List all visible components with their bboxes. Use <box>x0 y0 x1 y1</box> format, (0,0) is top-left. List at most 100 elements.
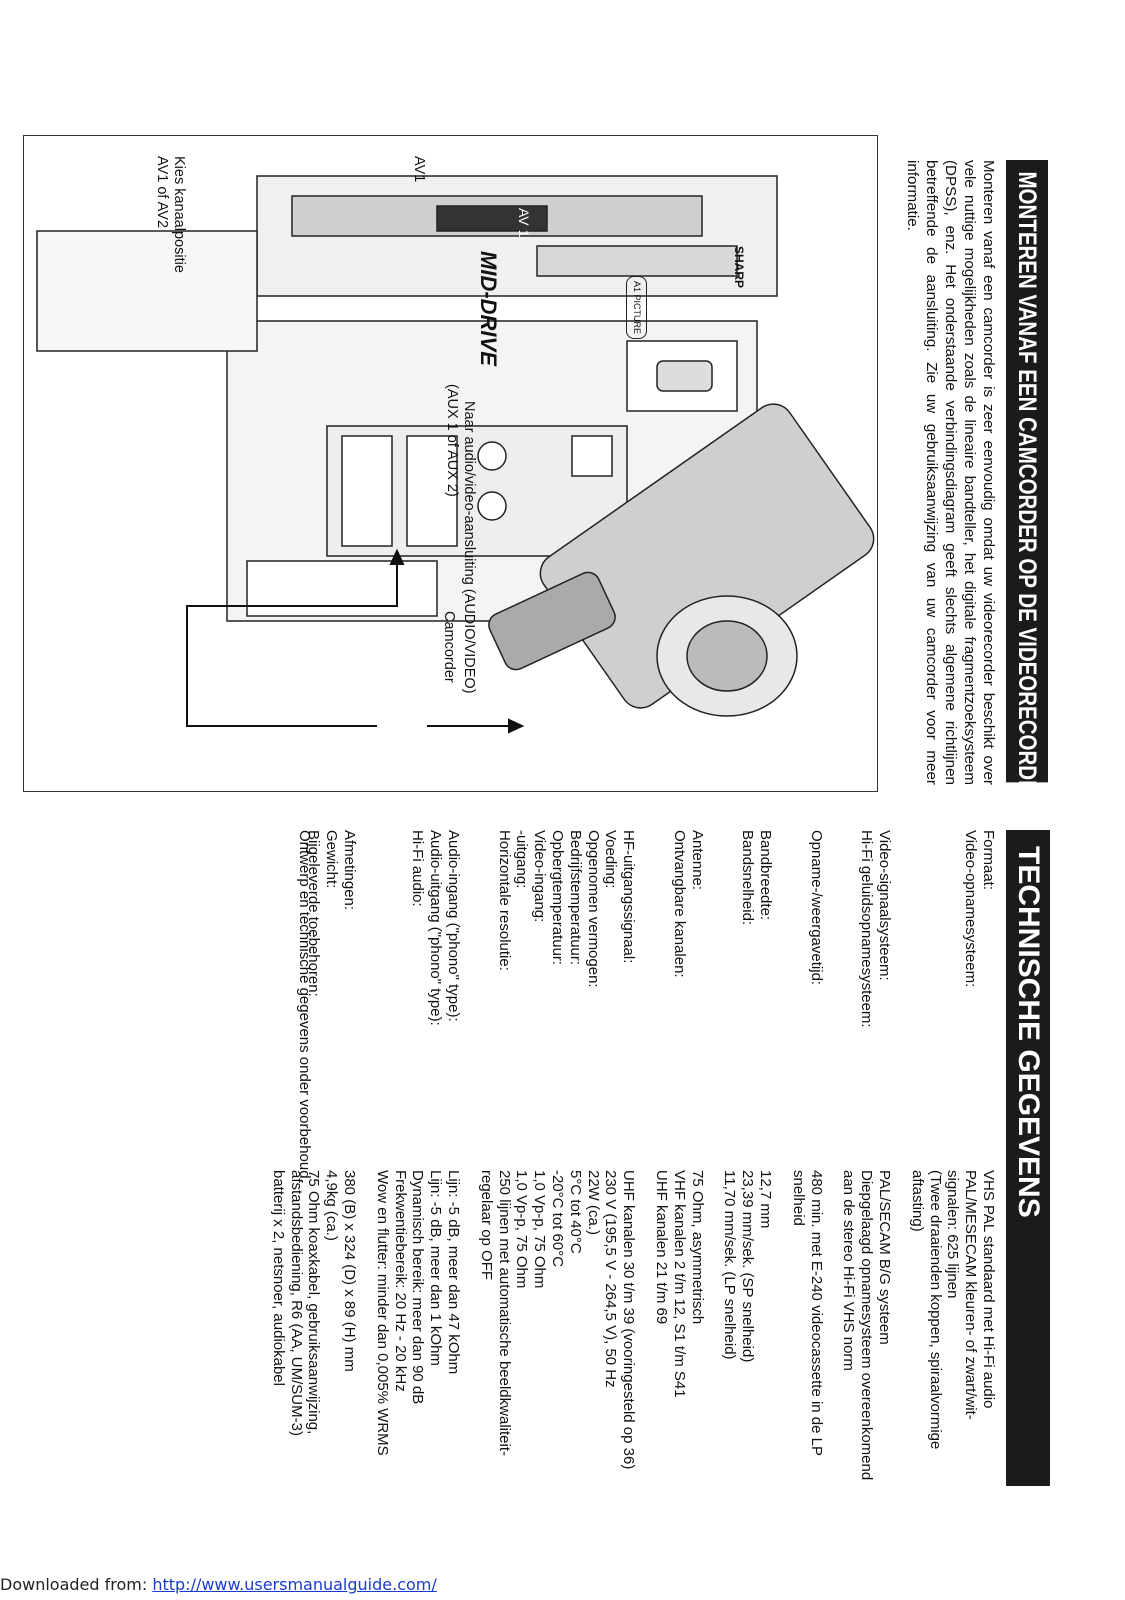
connection-diagram-drawing <box>36 175 875 734</box>
spec-value: 480 min. met E-240 videocassette in de L… <box>807 1170 825 1456</box>
spec-label: Afmetingen: <box>341 830 359 911</box>
connection-cable <box>186 548 525 734</box>
spec-row: Video-opnamesysteem: PAL/MESECAM kleuren-… <box>961 830 979 1540</box>
vcr-rear-panel <box>226 320 758 622</box>
spec-label <box>269 830 287 1170</box>
spec-row: batterij x 2, netsnoer, audiokabel <box>269 830 287 1540</box>
spec-value: 12,7 mm <box>757 1170 775 1229</box>
spec-value: PAL/MESECAM kleuren- of zwart/wit- <box>962 1170 980 1420</box>
spec-label: Formaat: <box>980 830 997 891</box>
camcorder-section-title: MONTEREN VANAF EEN CAMCORDER OP DE VIDEO… <box>1006 160 1048 809</box>
spec-gap <box>893 830 908 1540</box>
spec-value: 380 (B) x 324 (D) x 89 (H) mm <box>341 1170 359 1372</box>
spec-value: snelheid <box>789 1170 807 1226</box>
spec-value: batterij x 2, netsnoer, audiokabel <box>269 1170 287 1386</box>
connection-diagram: Camcorder Naar audio/video-aansluiting (… <box>23 135 878 792</box>
spec-label <box>789 830 807 1170</box>
spec-row: HF-uitgangssignaal:UHF kanalen 30 t/m 39… <box>619 830 637 1540</box>
spec-label: -uitgang: <box>513 830 531 889</box>
spec-label <box>926 830 944 1170</box>
spec-value: Lijn: -5 dB, meer dan 1 kOhm <box>427 1170 445 1366</box>
spec-label <box>840 830 858 1170</box>
spec-row: -uitgang:1,0 Vp-p, 75 Ohm <box>513 830 531 1540</box>
spec-value: aftasting) <box>908 1170 926 1232</box>
spec-row: (Twee draaienden koppen, spiraalvormige <box>926 830 944 1540</box>
spec-value: signalen: 625 lijnen <box>944 1170 962 1299</box>
spec-label: Bandbreedte: <box>757 830 775 921</box>
spec-value: -20°C tot 60°C <box>549 1170 567 1268</box>
spec-value: 4,9kg (ca.) <box>323 1170 341 1241</box>
spec-row: Bandsnelheid: 23,39 mm/sek. (SP snelheid) <box>738 830 756 1540</box>
label-camcorder: Camcorder <box>441 611 457 683</box>
camcorder-intro-text: Monteren vanaf een camcorder is zeer een… <box>904 160 997 785</box>
spec-label: Bandsnelheid: <box>739 830 757 926</box>
spec-row: Gewicht: 4,9kg (ca.) <box>323 830 341 1540</box>
spec-row: Video-signaalsysteem: PAL/SECAM B/G syste… <box>875 830 893 1540</box>
spec-label: Ontvangbare kanalen: <box>670 830 688 978</box>
spec-value: 5°C tot 40°C <box>566 1170 584 1254</box>
spec-row: Video-ingang:1,0 Vp-p, 75 Ohm <box>530 830 548 1540</box>
spec-label: Audio-uitgang ("phono" type): <box>427 830 445 1026</box>
front-display: AV 1 <box>516 208 532 238</box>
spec-value: regelaar op OFF <box>477 1170 495 1281</box>
spec-value: Frekwentiebereik: 20 Hz - 20 kHz <box>391 1170 409 1392</box>
spec-value: afstandsbediening, R6 (AA, UM/SUM-3) <box>287 1170 305 1436</box>
spec-label <box>944 830 962 1170</box>
spec-label: Opbergtemperatuur: <box>549 830 567 966</box>
spec-value: aan de stereo Hi-Fi VHS norm <box>840 1170 858 1371</box>
spec-value: 23,39 mm/sek. (SP snelheid) <box>739 1170 757 1363</box>
camcorder-drawing <box>488 403 875 717</box>
spec-label: Opgenomen vermogen: <box>584 830 602 988</box>
spec-label <box>477 830 495 1170</box>
spec-row: regelaar op OFF <box>477 830 495 1540</box>
spec-row: Opbergtemperatuur: -20°C tot 60°C <box>548 830 566 1540</box>
spec-row: Audio-uitgang ("phono" type): Lijn: -5 dB… <box>426 830 444 1540</box>
brand-logo: SHARP <box>732 246 746 289</box>
spec-gap <box>825 830 840 1540</box>
spec-row: Wow en flutter: minder dan 0,005% WRMS <box>373 830 391 1540</box>
spec-gap <box>706 830 721 1540</box>
spec-value: (Twee draaienden koppen, spiraalvormige <box>926 1170 944 1450</box>
spec-value: UHF kanalen 30 t/m 39 (vooringesteld op … <box>620 1170 638 1470</box>
spec-value: PAL/SECAM B/G systeem <box>876 1170 894 1345</box>
spec-row: Hi-Fi geluidsopnamesysteem:Diepgelaagd o… <box>857 830 875 1540</box>
spec-label: Voeding: <box>602 830 620 889</box>
spec-row: aftasting) <box>908 830 926 1540</box>
download-note: Downloaded from: http://www.usersmanualg… <box>0 1575 437 1594</box>
spec-label: Video-signaalsysteem: <box>876 830 894 981</box>
spec-label <box>721 830 739 1170</box>
spec-gap <box>774 830 789 1540</box>
spec-label: Audio-ingang ("phono" type): <box>445 830 463 1022</box>
spec-row: snelheid <box>789 830 807 1540</box>
spec-row: Opname-/weergavetijd:480 min. met E-240 … <box>807 830 825 1540</box>
spec-row: Afmetingen: 380 (B) x 324 (D) x 89 (H) mm <box>340 830 358 1540</box>
spec-row: signalen: 625 lijnen <box>944 830 962 1540</box>
spec-label: Video-opnamesysteem: <box>962 830 980 988</box>
spec-label: Hi-Fi audio: <box>409 830 427 907</box>
spec-label: Video-ingang: <box>531 830 549 923</box>
spec-value: 22W (ca.) <box>584 1170 602 1236</box>
spec-gap <box>637 830 652 1540</box>
download-link[interactable]: http://www.usersmanualguide.com/ <box>152 1575 437 1594</box>
specs-section-title: TECHNISCHE GEGEVENS <box>1006 830 1050 1486</box>
spec-row: Bedrijfstemperatuur:5°C tot 40°C <box>566 830 584 1540</box>
label-connection-line1: Naar audio/video-aansluiting (AUDIO/VIDE… <box>461 401 477 694</box>
spec-value: VHS PAL standaard met Hi-Fi audio <box>980 1170 997 1409</box>
spec-value: Lijn: -5 dB, meer dan 47 kOhm <box>445 1170 463 1375</box>
spec-gap <box>462 830 477 1540</box>
picture-badge: A1 PICTURE <box>626 276 647 340</box>
spec-row: Hi-Fi audio:Dynamisch bereik: meer dan 9… <box>409 830 427 1540</box>
spec-gap <box>358 830 373 1540</box>
spec-row: Antenne:75 Ohm, asymmetrisch <box>688 830 706 1540</box>
spec-label: Gewicht: <box>323 830 341 889</box>
spec-value: 75 Ohm koaxkabel, gebruiksaanwijzing, <box>305 1170 323 1435</box>
label-av1: AV1 <box>411 156 427 183</box>
spec-row: Voeding:230 V (195,5 V - 264,5 V), 50 Hz <box>602 830 620 1540</box>
spec-row: Bandbreedte: 12,7 mm <box>756 830 774 1540</box>
spec-row: 11,70 mm/sek. (LP snelheid) <box>721 830 739 1540</box>
vcr-front <box>36 175 778 352</box>
spec-row: Ontvangbare kanalen:VHF kanalen 2 t/m 12… <box>670 830 688 1540</box>
spec-label <box>391 830 409 1170</box>
spec-label <box>908 830 926 1170</box>
